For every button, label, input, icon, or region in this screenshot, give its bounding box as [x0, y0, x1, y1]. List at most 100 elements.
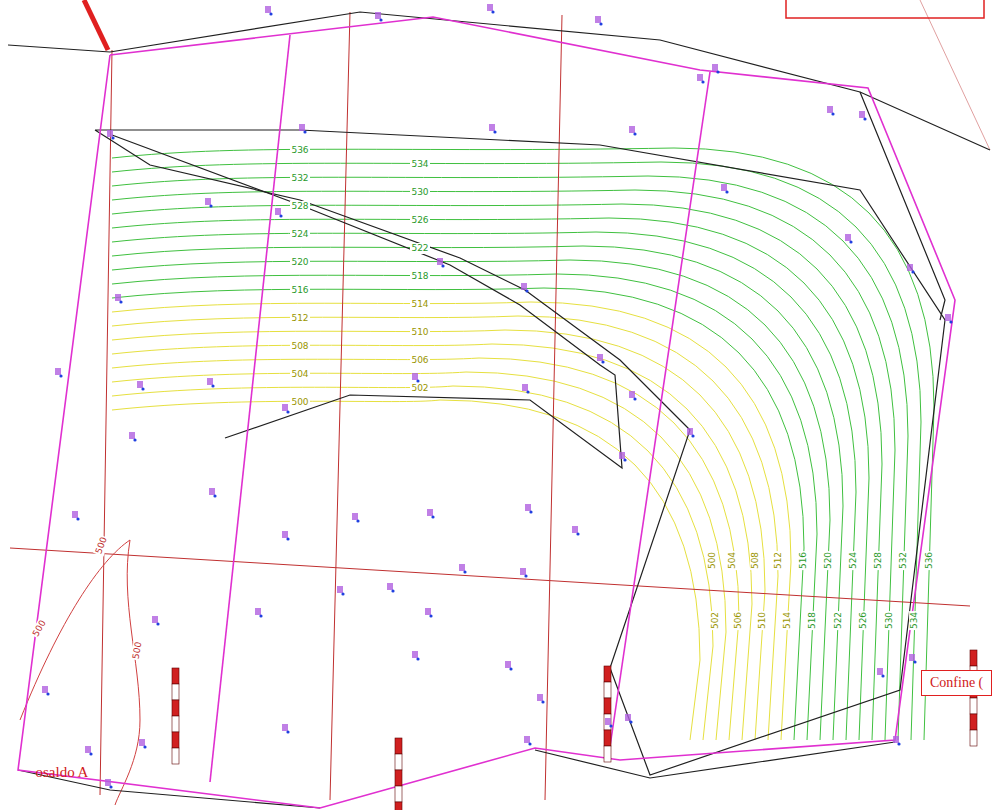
contour-line: [112, 218, 869, 740]
survey-point: [721, 184, 727, 191]
survey-point: [207, 378, 213, 385]
contour-line: [112, 330, 765, 740]
survey-dot: [379, 18, 382, 21]
contour-line: [112, 204, 882, 740]
survey-point: [524, 736, 530, 743]
contour-elevation: 524: [848, 550, 859, 569]
contour-elevation: 528: [290, 201, 309, 212]
range-pole: [604, 682, 611, 698]
survey-point: [209, 488, 215, 495]
survey-point: [629, 126, 635, 133]
survey-point: [337, 586, 343, 593]
survey-dot: [209, 204, 212, 207]
contour-line: [112, 372, 726, 740]
survey-point: [697, 74, 703, 81]
survey-dot: [701, 80, 704, 83]
contour-line: [112, 400, 700, 740]
contour-elevation: 536: [924, 550, 935, 569]
survey-point: [945, 314, 951, 321]
survey-dot: [463, 570, 466, 573]
contour-elevation: 506: [410, 355, 429, 366]
survey-point: [375, 12, 381, 19]
survey-point: [282, 404, 288, 411]
survey-dot: [949, 320, 952, 323]
contour-elevation: 500: [94, 534, 111, 556]
survey-point: [597, 354, 603, 361]
contour-elevation: 516: [798, 550, 809, 569]
survey-dot: [111, 136, 114, 139]
survey-point: [909, 654, 915, 661]
contour-line: [112, 162, 921, 740]
survey-point: [629, 391, 635, 398]
contour-elevation: 500: [707, 550, 718, 569]
survey-point: [282, 531, 288, 538]
contour-elevation: 518: [807, 610, 818, 629]
survey-point: [42, 686, 48, 693]
survey-dot: [269, 12, 272, 15]
survey-dot: [601, 360, 604, 363]
contour-elevation: 534: [909, 610, 920, 629]
contour-elevation: 528: [873, 550, 884, 569]
contour-line: [112, 316, 778, 740]
contour-elevation: 508: [290, 341, 309, 352]
survey-dot: [725, 190, 728, 193]
survey-dot: [691, 434, 694, 437]
survey-point: [107, 130, 113, 137]
contour-elevation: 518: [410, 271, 429, 282]
survey-dot: [133, 438, 136, 441]
contour-line: [112, 274, 817, 740]
contour-line: [112, 302, 791, 740]
survey-point: [85, 746, 91, 753]
range-pole: [970, 698, 977, 714]
range-pole: [604, 730, 611, 746]
survey-point: [459, 564, 465, 571]
contour-elevation: 506: [733, 610, 744, 629]
survey-dot: [109, 785, 112, 788]
range-pole: [172, 748, 179, 764]
survey-dot: [526, 390, 529, 393]
contour-elevation: 500: [30, 617, 49, 639]
survey-dot: [259, 614, 262, 617]
survey-point: [520, 568, 526, 575]
survey-dot: [46, 692, 49, 695]
survey-dot: [441, 264, 444, 267]
contour-line: [112, 386, 713, 740]
survey-dot: [849, 240, 852, 243]
survey-dot: [831, 112, 834, 115]
survey-point: [129, 432, 135, 439]
survey-point: [845, 234, 851, 241]
range-pole: [395, 802, 402, 810]
survey-dot: [59, 374, 62, 377]
survey-dot: [143, 745, 146, 748]
survey-point: [255, 608, 261, 615]
range-pole: [172, 700, 179, 716]
contour-elevation: 514: [410, 299, 429, 310]
survey-dot: [213, 494, 216, 497]
survey-point: [282, 724, 288, 731]
contour-line: [112, 232, 856, 740]
survey-point: [387, 583, 393, 590]
contour-elevation: 508: [750, 550, 761, 569]
survey-dot: [599, 22, 602, 25]
range-pole: [395, 786, 402, 802]
survey-point: [687, 428, 693, 435]
survey-dot: [623, 458, 626, 461]
survey-dot: [391, 589, 394, 592]
survey-point: [299, 124, 305, 131]
survey-point: [139, 739, 145, 746]
survey-point: [572, 526, 578, 533]
tag-text: Confine (: [930, 675, 983, 691]
survey-point: [489, 124, 495, 131]
survey-dot: [863, 117, 866, 120]
range-pole: [172, 668, 179, 684]
survey-point: [72, 511, 78, 518]
survey-dot: [716, 70, 719, 73]
survey-point: [859, 111, 865, 118]
survey-point: [827, 106, 833, 113]
survey-point: [352, 513, 358, 520]
survey-dot: [416, 657, 419, 660]
survey-point: [425, 608, 431, 615]
survey-point: [412, 651, 418, 658]
survey-point: [137, 381, 143, 388]
